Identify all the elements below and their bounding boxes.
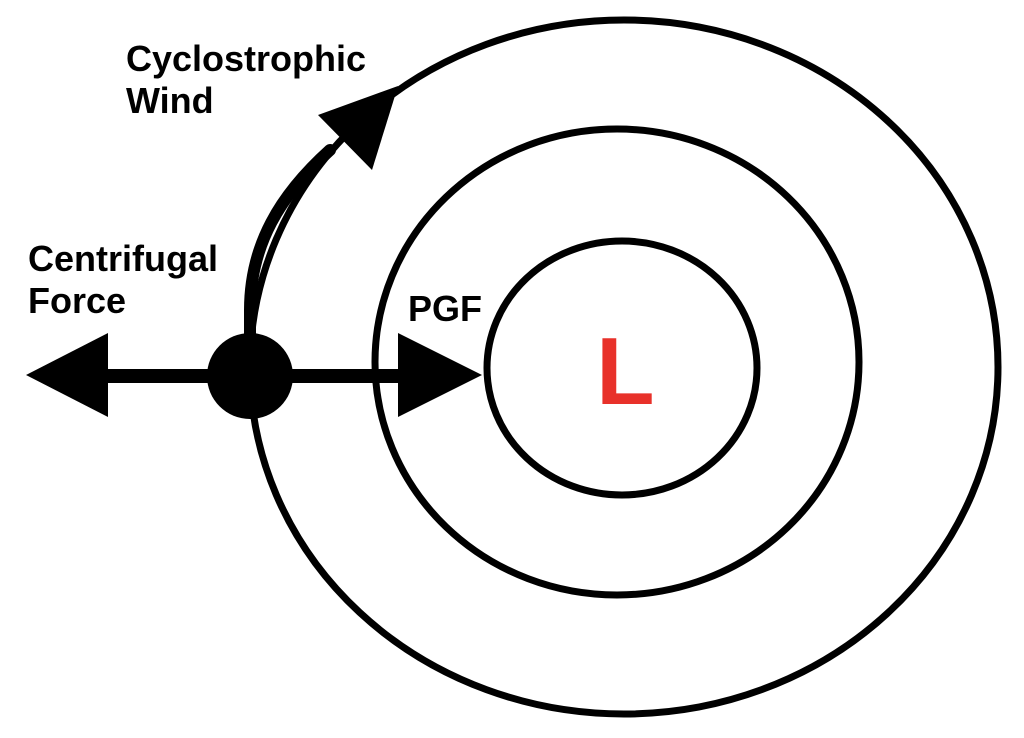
pgf-arrow-head xyxy=(398,333,482,417)
centrifugal-label-line2: Force xyxy=(28,280,127,321)
wind-label-line1: Cyclostrophic xyxy=(126,38,367,79)
wind-arrow-shaft xyxy=(244,144,336,381)
pgf-label: PGF xyxy=(408,288,483,329)
low-pressure-letter: L xyxy=(596,318,655,425)
wind-label-line2: Wind xyxy=(126,80,214,121)
isobar-middle xyxy=(371,125,863,599)
wind-arrow-head xyxy=(318,86,398,170)
centrifugal-label-line1: Centrifugal xyxy=(28,238,219,279)
cyclostrophic-wind-label: Cyclostrophic Wind xyxy=(126,38,366,122)
air-parcel-dot xyxy=(207,333,293,419)
isobar-inner xyxy=(483,237,761,499)
centrifugal-force-label: Centrifugal Force xyxy=(28,238,218,322)
centrifugal-arrow-head xyxy=(26,333,108,417)
